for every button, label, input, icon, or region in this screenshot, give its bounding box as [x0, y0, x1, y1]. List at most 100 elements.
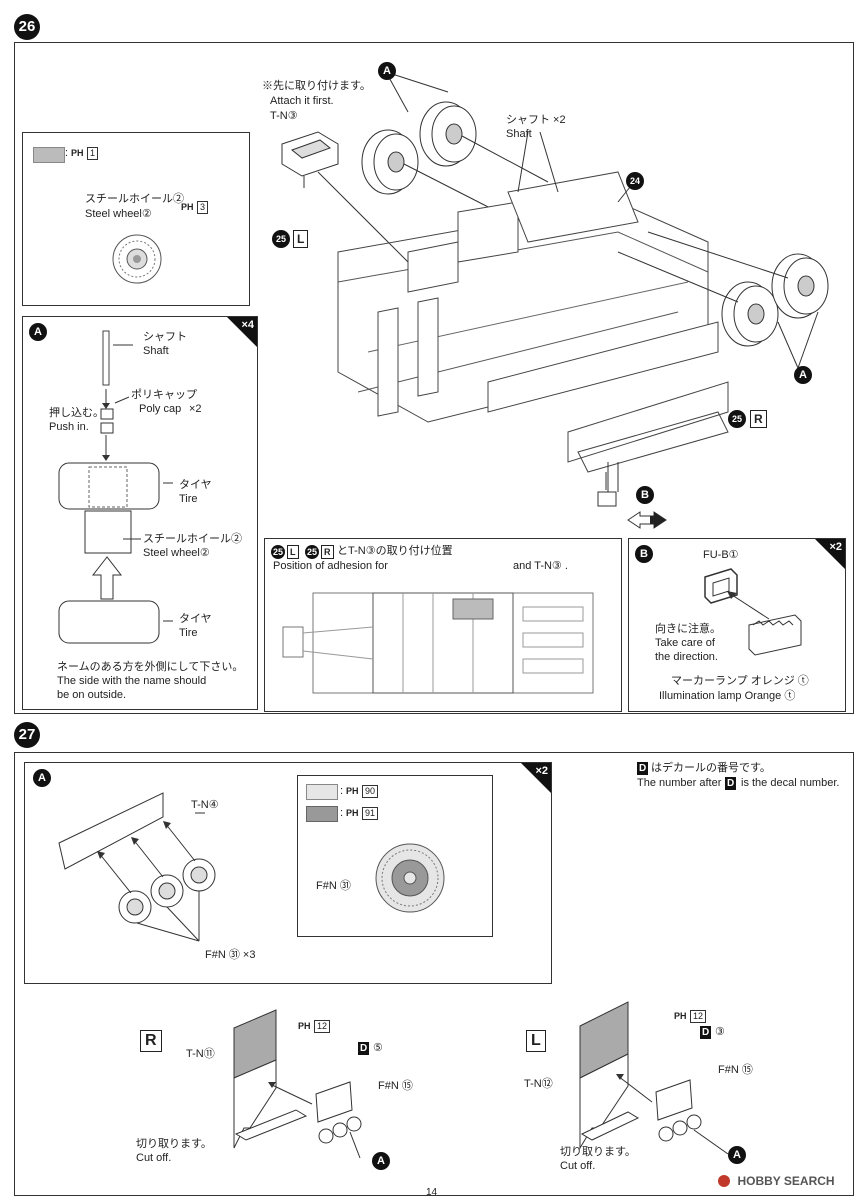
l-p12-symbol: PH — [674, 1011, 687, 1021]
box-27a-assembly: ×2 A T-N④ F#N ㉛ ×3 : PH 90 — [24, 762, 552, 984]
step-26-badge: 26 — [14, 14, 40, 40]
note-en: Attach it first. — [270, 95, 334, 107]
callout-b-main: B — [636, 486, 654, 504]
paint-colon: : — [65, 147, 69, 159]
name-note-en1: The side with the name should — [57, 675, 207, 687]
callout-25-right: 25 — [728, 410, 746, 428]
wheel-paint-code: 3 — [197, 201, 209, 214]
wheel-paint-box: : PH 90 : PH 91 F#N ㉛ — [297, 775, 493, 937]
shaft-x2-en: Shaft — [506, 128, 532, 140]
tn3-label: T-N③ — [270, 110, 298, 122]
adh-line2b: and T-N③ . — [513, 560, 568, 572]
mudflap-l-illustration — [579, 1001, 729, 1155]
step-26-frame — [14, 42, 854, 714]
adh-r: R — [321, 545, 334, 559]
wheel-face-illustration — [375, 843, 445, 913]
page-number: 14 — [426, 1187, 438, 1198]
callout-27l-a: A — [728, 1146, 746, 1164]
l-fn15-label: F#N ⑮ — [718, 1064, 753, 1076]
p90-code: 90 — [362, 785, 379, 798]
brand-logo-text: HOBBY SEARCH — [737, 1173, 835, 1188]
adh-25b: 25 — [305, 545, 319, 559]
fn51-label: F#N ㉛ — [316, 880, 351, 892]
fub-label: FU-B① — [703, 549, 739, 561]
care-en1: Take care of — [655, 637, 715, 649]
brand-logo-icon — [718, 1174, 730, 1187]
polycap-jp: ポリキャップ — [131, 389, 197, 401]
push-jp: 押し込む。 — [49, 407, 104, 419]
care-en2: the direction. — [655, 651, 718, 663]
paint-swatch — [33, 147, 65, 163]
decal-note-jp: はデカールの番号です。 — [651, 762, 771, 774]
r-p12-code: 12 — [314, 1020, 331, 1033]
r-decal-d: D — [358, 1042, 370, 1055]
tire-assembly-illustration — [58, 330, 173, 644]
l-decal-num: ③ — [715, 1026, 725, 1038]
wheel-paint-symbol: PH — [181, 202, 194, 212]
tire-jp: タイヤ — [179, 479, 212, 491]
name-note-jp: ネームのある方を外側にして下さい。 — [57, 661, 244, 673]
callout-a-top: A — [378, 62, 396, 80]
adh-l: L — [287, 545, 299, 559]
tire-en: Tire — [179, 493, 198, 505]
r-p12-symbol: PH — [298, 1021, 311, 1031]
tn12-label: T-N⑫ — [524, 1078, 553, 1090]
paint-code: 1 — [87, 147, 99, 160]
callout-b: B — [635, 545, 653, 563]
callout-25-left: 25 — [272, 230, 290, 248]
box-27a-multiplier: ×2 — [535, 765, 548, 777]
shaft-x2-jp: シャフト ×2 — [506, 114, 566, 126]
fn51-x3-label: F#N ㉛ ×3 — [205, 949, 256, 961]
chassis-illustration — [281, 71, 829, 529]
r-cut-jp: 切り取ります。 — [136, 1138, 212, 1150]
name-note-en2: be on outside. — [57, 689, 127, 701]
shaft-jp: シャフト — [143, 331, 187, 343]
p90-colon: : — [340, 785, 344, 797]
decal-d-icon2: D — [725, 777, 737, 790]
paint-swatch-dark — [306, 806, 338, 822]
callout-a: A — [29, 323, 47, 341]
l-p12-code: 12 — [690, 1010, 707, 1023]
lamp-illustration — [704, 568, 802, 656]
decal-d-icon: D — [637, 762, 649, 775]
polycap-en: Poly cap — [139, 403, 182, 415]
label-r: R — [750, 410, 767, 428]
steel-wheel-jp: スチールホイール② — [85, 193, 184, 205]
adh-line2a: Position of adhesion for — [273, 560, 388, 572]
label-27-l: L — [526, 1030, 546, 1052]
care-jp: 向きに注意。 — [655, 623, 721, 635]
label-l: L — [293, 230, 309, 248]
l-cut-jp: 切り取ります。 — [560, 1146, 636, 1158]
tn4-label: T-N④ — [191, 799, 219, 811]
adh-25a: 25 — [271, 545, 285, 559]
step-27-badge: 27 — [14, 722, 40, 748]
tire2-jp: タイヤ — [179, 613, 212, 625]
lamp-en: Illumination lamp Orange ⓣ — [659, 690, 796, 702]
shaft-en: Shaft — [143, 345, 169, 357]
box-b-assembly: ×2 B FU-B① 向きに注意。 Take care of the direc… — [628, 538, 846, 712]
polycap-mult: ×2 — [189, 403, 202, 415]
callout-27a: A — [33, 769, 51, 787]
wheel-en: Steel wheel② — [143, 547, 210, 559]
wheel-plate-illustration — [58, 792, 216, 942]
tire2-en: Tire — [179, 627, 198, 639]
mudflap-r-illustration — [233, 1009, 362, 1159]
paint-wheel-box: : PH 1 スチールホイール② Steel wheel② PH 3 — [22, 132, 250, 306]
adh-line1: とT-N③の取り付け位置 — [337, 545, 453, 557]
push-en: Push in. — [49, 421, 89, 433]
decal-note-en-b: is the decal number. — [741, 777, 840, 789]
paint-symbol: PH — [71, 148, 84, 158]
wheel-jp: スチールホイール② — [143, 533, 242, 545]
l-cut-en: Cut off. — [560, 1160, 596, 1172]
steel-wheel-en: Steel wheel② — [85, 208, 152, 220]
note-jp: ※先に取り付けます。 — [262, 80, 371, 92]
callout-24: 24 — [626, 172, 644, 190]
box-a-assembly: ×4 A シャフト Shaft ポリキャップ Poly cap ×2 押し込む。… — [22, 316, 258, 710]
paint-swatch-light — [306, 784, 338, 800]
tn11-label: T-N⑪ — [186, 1048, 215, 1060]
l-decal-d: D — [700, 1026, 712, 1039]
adhesion-position-box: 25 L 25 R とT-N③の取り付け位置 Position of adhes… — [264, 538, 622, 712]
p91-code: 91 — [362, 807, 379, 820]
p91-colon: : — [340, 807, 344, 819]
p90-symbol: PH — [346, 786, 359, 796]
